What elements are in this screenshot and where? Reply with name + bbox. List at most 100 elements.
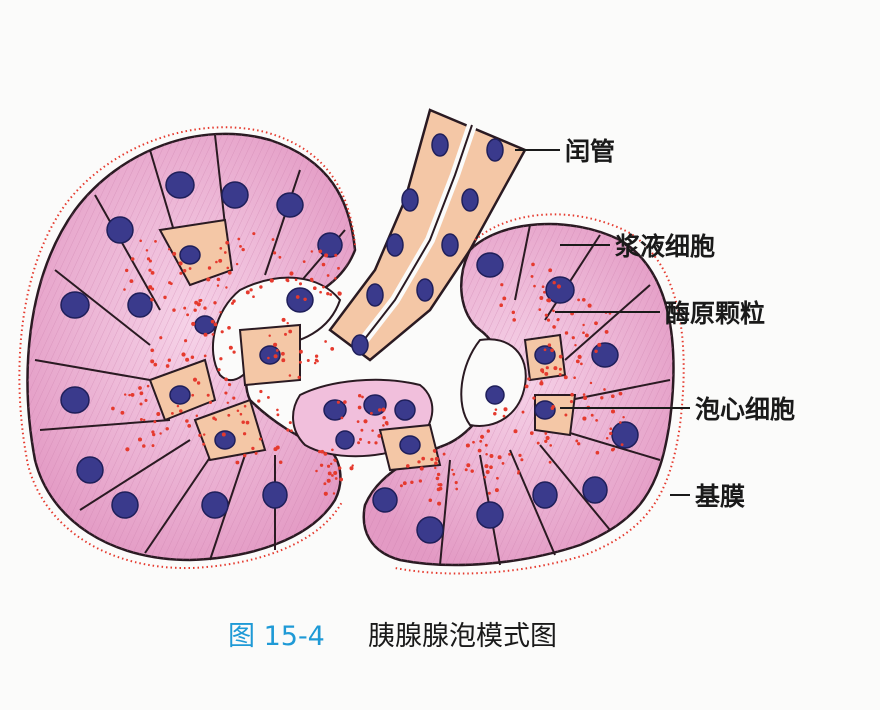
granule-dot xyxy=(544,313,548,317)
granule-dot xyxy=(144,398,148,402)
granule-dot xyxy=(324,253,329,258)
granule-dot xyxy=(547,343,552,347)
granule-dot xyxy=(497,455,502,460)
granule-dot xyxy=(273,447,278,452)
granule-dot xyxy=(442,452,446,456)
granule-dot xyxy=(322,285,325,289)
granule-dot xyxy=(192,377,198,382)
granule-dot xyxy=(337,291,342,296)
granule-dot xyxy=(502,296,507,301)
granule-dot xyxy=(284,332,287,336)
granule-dot xyxy=(548,460,552,464)
granule-dot xyxy=(225,286,228,289)
granule-dot xyxy=(512,318,516,322)
granule-dot xyxy=(278,460,283,465)
granule-dot xyxy=(252,232,256,236)
granule-dot xyxy=(137,437,143,442)
granule-dot xyxy=(186,313,190,317)
granule-dot xyxy=(202,433,206,436)
granule-dot xyxy=(172,251,177,256)
granule-dot xyxy=(549,444,553,447)
granule-dot xyxy=(167,247,171,251)
granule-dot xyxy=(417,460,421,464)
granule-dot xyxy=(533,284,536,288)
granule-dot xyxy=(273,342,278,347)
granule-dot xyxy=(268,334,271,337)
granule-dot xyxy=(382,416,386,420)
basement-membrane xyxy=(18,126,685,575)
caption-title: 胰腺腺泡模式图 xyxy=(368,621,557,652)
granule-dot xyxy=(351,464,354,467)
granule-dot xyxy=(437,483,441,486)
granule-dot xyxy=(324,340,327,343)
granule-dot xyxy=(290,429,293,432)
granule-dot xyxy=(405,464,410,468)
label-basement-membrane: 基膜 xyxy=(695,482,745,511)
granule-dot xyxy=(539,296,544,300)
granule-dot xyxy=(520,458,524,462)
granule-dot xyxy=(245,290,250,295)
granule-dot xyxy=(227,270,232,275)
granule-dot xyxy=(218,258,223,263)
granule-dot xyxy=(580,362,583,366)
granule-dot xyxy=(221,432,226,437)
granule-dot xyxy=(483,475,487,479)
granule-dot xyxy=(227,325,231,330)
granule-dot xyxy=(310,250,313,253)
granule-dot xyxy=(194,300,199,305)
granule-dot xyxy=(552,281,556,285)
granule-dot xyxy=(604,329,609,334)
granule-dot xyxy=(216,277,221,282)
granule-dot xyxy=(225,240,230,245)
granule-dot xyxy=(220,330,224,334)
granule-dot xyxy=(289,271,294,276)
granule-dot xyxy=(223,251,227,254)
granule-dot xyxy=(323,491,328,496)
granule-dot xyxy=(502,414,506,418)
granule-dot xyxy=(539,381,544,386)
granule-dot xyxy=(210,319,215,324)
granule-dot xyxy=(360,428,364,432)
granule-dot xyxy=(196,381,201,385)
granule-dot xyxy=(318,249,323,254)
granule-dot xyxy=(418,479,423,483)
granule-dot xyxy=(327,471,332,476)
granule-dot xyxy=(120,410,125,415)
granule-dot xyxy=(363,419,368,424)
granule-dot xyxy=(544,439,548,443)
granule-dot xyxy=(191,393,195,397)
granule-dot xyxy=(381,407,386,412)
granule-dot xyxy=(153,362,158,367)
granule-dot xyxy=(330,347,335,351)
granule-dot xyxy=(319,290,322,294)
granule-dot xyxy=(185,357,190,362)
granule-dot xyxy=(150,359,155,364)
granule-dot xyxy=(281,351,285,356)
granule-dot xyxy=(125,447,130,452)
granule-dot xyxy=(185,419,189,423)
granule-dot xyxy=(513,429,518,434)
granule-dot xyxy=(203,354,207,358)
granule-dot xyxy=(543,348,547,352)
granule-dot xyxy=(227,413,231,417)
granule-dot xyxy=(402,481,407,486)
granule-dot xyxy=(193,308,197,312)
granule-dot xyxy=(356,420,360,423)
granule-dot xyxy=(527,377,531,381)
granule-dot xyxy=(176,404,180,408)
granule-dot xyxy=(428,498,433,503)
granule-dot xyxy=(374,441,378,445)
granule-dot xyxy=(152,432,156,437)
granule-dot xyxy=(198,433,202,438)
granule-dot xyxy=(550,348,554,353)
granule-dot xyxy=(169,282,173,286)
granule-dot xyxy=(333,471,338,475)
granule-dot xyxy=(536,441,540,445)
granule-dot xyxy=(493,411,497,416)
granule-dot xyxy=(165,364,170,368)
granule-dot xyxy=(219,357,223,361)
granule-dot xyxy=(235,262,239,266)
granule-dot xyxy=(340,416,344,420)
granule-dot xyxy=(326,274,330,277)
